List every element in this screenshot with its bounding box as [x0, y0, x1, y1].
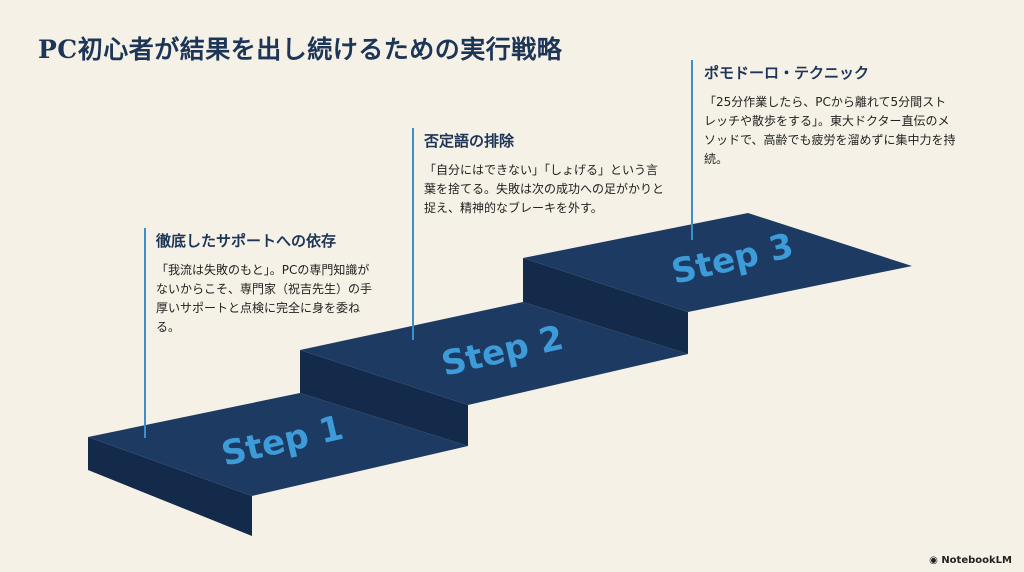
step1-heading: 徹底したサポートへの依存 [156, 232, 337, 250]
step1-body: 「我流は失敗のもと」。PCの専門知識がないからこそ、専門家（祝吉先生）の手厚いサ… [156, 263, 373, 334]
step2-card: 否定語の排除 「自分にはできない」「しょげる」という言葉を捨てる。失敗は次の成功… [424, 130, 674, 218]
step2-body: 「自分にはできない」「しょげる」という言葉を捨てる。失敗は次の成功への足がかりと… [424, 163, 665, 215]
step3-connector [691, 60, 693, 240]
page-title: PC初心者が結果を出し続けるための実行戦略 [38, 35, 563, 64]
step2-riser [300, 350, 468, 446]
notebooklm-logo: ◉ NotebookLM [929, 555, 1012, 566]
step3-riser [523, 258, 688, 354]
step1-card: 徹底したサポートへの依存 「我流は失敗のもと」。PCの専門知識がないからこそ、専… [156, 230, 406, 337]
footer-label: NotebookLM [941, 555, 1012, 566]
step3-heading: ポモドーロ・テクニック [704, 64, 870, 82]
step2-top [300, 302, 688, 405]
step1-front [88, 437, 252, 536]
step3-body: 「25分作業したら、PCから離れて5分間ストレッチや散歩をする」。東大ドクター直… [704, 95, 956, 166]
step3-card: ポモドーロ・テクニック 「25分作業したら、PCから離れて5分間ストレッチや散歩… [704, 62, 956, 169]
step3-top [523, 213, 912, 312]
step2-heading: 否定語の排除 [424, 132, 515, 150]
step1-connector [144, 228, 146, 438]
notebooklm-icon: ◉ [929, 555, 942, 566]
step1-top [88, 393, 468, 496]
step2-connector [412, 128, 414, 340]
